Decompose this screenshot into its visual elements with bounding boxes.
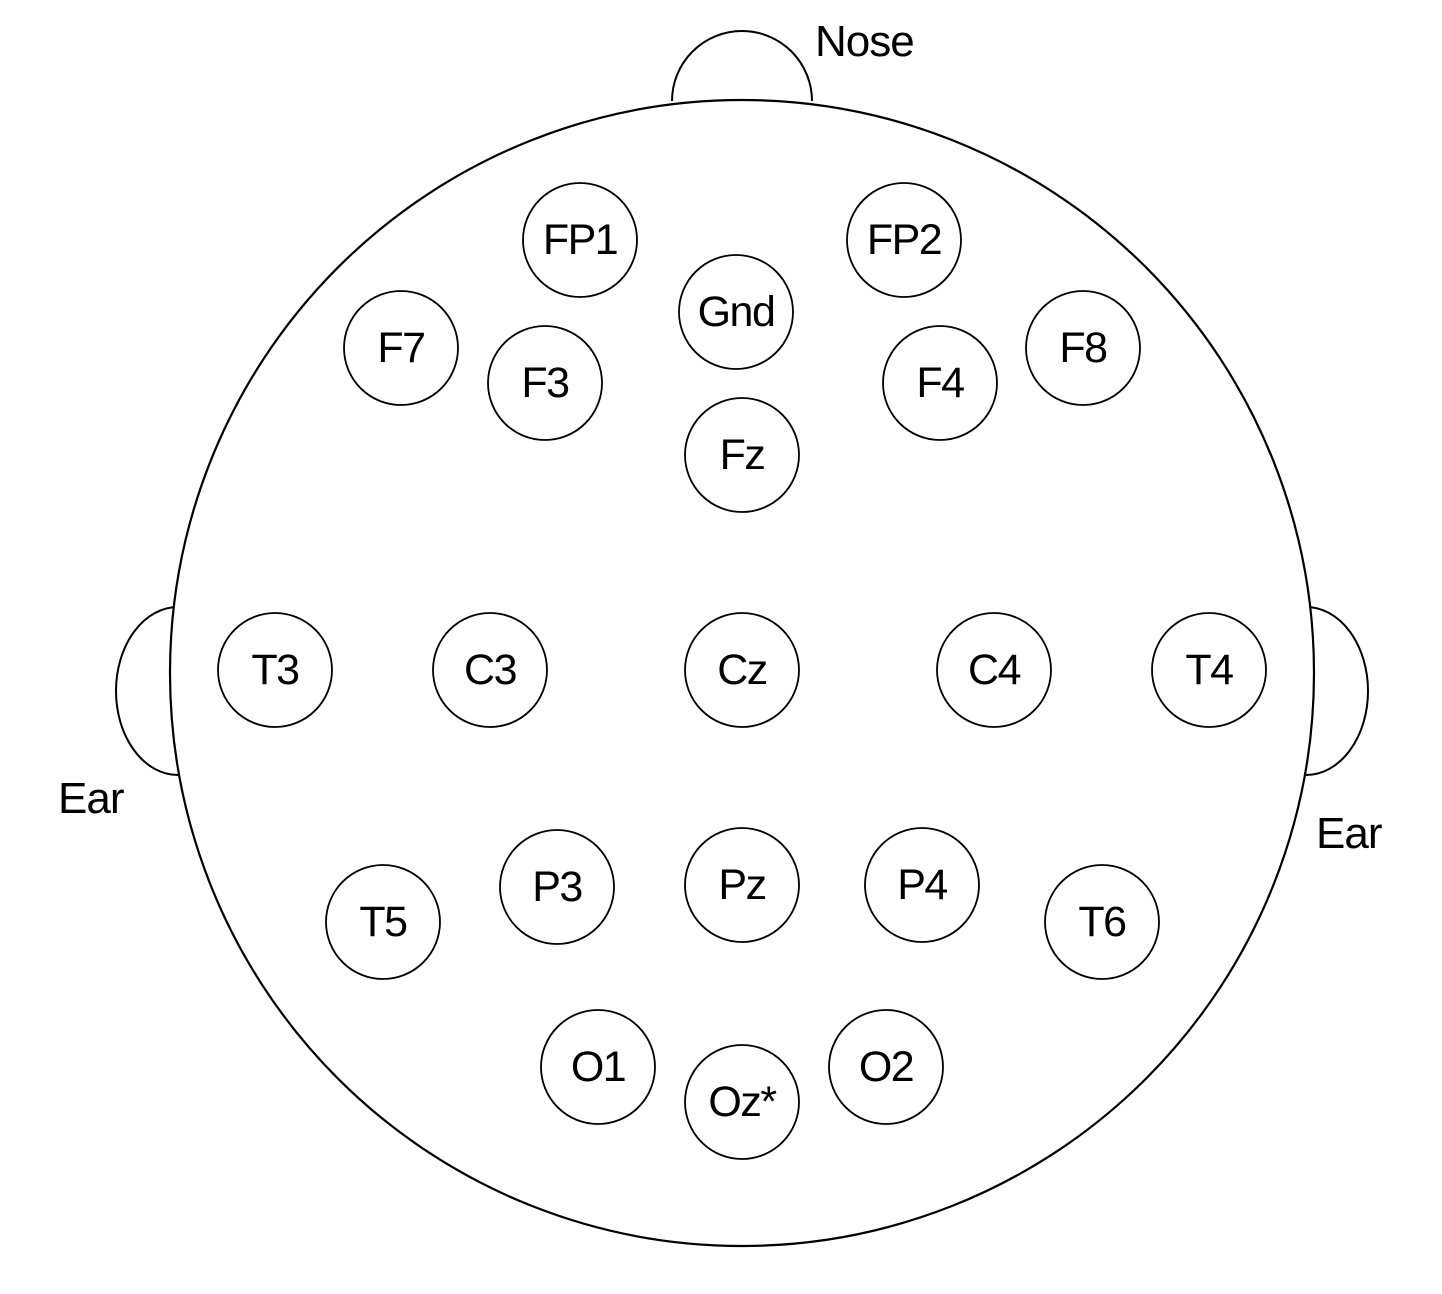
electrode-fz: Fz xyxy=(684,397,800,513)
electrode-circle xyxy=(882,325,998,441)
electrode-label: O2 xyxy=(859,1043,913,1091)
electrode-cz: Cz xyxy=(684,612,800,728)
electrode-fp1: FP1 xyxy=(522,182,638,298)
right-ear-label: Ear xyxy=(1316,809,1382,858)
electrode-label: Oz* xyxy=(708,1078,777,1126)
electrode-label: C3 xyxy=(464,646,517,694)
electrode-oz: Oz* xyxy=(684,1044,800,1160)
electrode-circle xyxy=(684,827,800,943)
electrode-t4: T4 xyxy=(1151,612,1267,728)
electrode-circle xyxy=(499,829,615,945)
electrode-circle xyxy=(487,325,603,441)
electrode-label: Fz xyxy=(720,431,765,479)
electrode-t6: T6 xyxy=(1044,864,1160,980)
electrode-label: O1 xyxy=(571,1043,625,1091)
electrode-label: Cz xyxy=(717,646,767,694)
electrode-label: T5 xyxy=(359,898,407,946)
electrode-p4: P4 xyxy=(864,827,980,943)
electrode-label: Gnd xyxy=(698,288,775,336)
electrode-label: F4 xyxy=(916,359,964,407)
electrode-circle xyxy=(864,827,980,943)
electrode-circle xyxy=(684,612,800,728)
electrode-label: T4 xyxy=(1185,646,1233,694)
electrode-f3: F3 xyxy=(487,325,603,441)
electrode-label: P3 xyxy=(532,863,582,911)
electrode-gnd: Gnd xyxy=(678,254,794,370)
electrode-label: F8 xyxy=(1059,324,1107,372)
electrode-circle xyxy=(846,182,962,298)
nose-outline xyxy=(671,30,813,102)
electrode-circle xyxy=(343,290,459,406)
electrode-label: T3 xyxy=(251,646,299,694)
electrode-label: F7 xyxy=(377,324,424,372)
electrode-f4: F4 xyxy=(882,325,998,441)
electrode-label: C4 xyxy=(968,646,1021,694)
electrode-c3: C3 xyxy=(432,612,548,728)
electrode-circle xyxy=(678,254,794,370)
electrode-label: FP2 xyxy=(867,216,941,264)
electrode-label: FP1 xyxy=(543,216,617,264)
electrode-p3: P3 xyxy=(499,829,615,945)
nose-label: Nose xyxy=(815,17,914,66)
right-ear-outline xyxy=(1305,606,1369,776)
electrode-label: T6 xyxy=(1078,898,1126,946)
electrode-pz: Pz xyxy=(684,827,800,943)
electrode-f7: F7 xyxy=(343,290,459,406)
electrode-label: Pz xyxy=(718,861,765,909)
electrode-circle xyxy=(828,1009,944,1125)
electrode-label: P4 xyxy=(897,861,947,909)
electrode-circle xyxy=(684,397,800,513)
electrode-t5: T5 xyxy=(325,864,441,980)
electrode-circle xyxy=(1151,612,1267,728)
electrode-circle xyxy=(540,1009,656,1125)
electrode-label: F3 xyxy=(521,359,569,407)
electrode-f8: F8 xyxy=(1025,290,1141,406)
left-ear-label: Ear xyxy=(58,774,124,823)
electrode-circle xyxy=(1044,864,1160,980)
electrode-o1: O1 xyxy=(540,1009,656,1125)
electrode-circle xyxy=(432,612,548,728)
electrode-circle xyxy=(522,182,638,298)
left-ear-outline xyxy=(115,606,179,776)
electrode-c4: C4 xyxy=(936,612,1052,728)
electrode-circle xyxy=(684,1044,800,1160)
electrode-circle xyxy=(936,612,1052,728)
electrode-circle xyxy=(325,864,441,980)
electrode-fp2: FP2 xyxy=(846,182,962,298)
electrode-o2: O2 xyxy=(828,1009,944,1125)
electrode-t3: T3 xyxy=(217,612,333,728)
electrode-circle xyxy=(1025,290,1141,406)
electrode-circle xyxy=(217,612,333,728)
